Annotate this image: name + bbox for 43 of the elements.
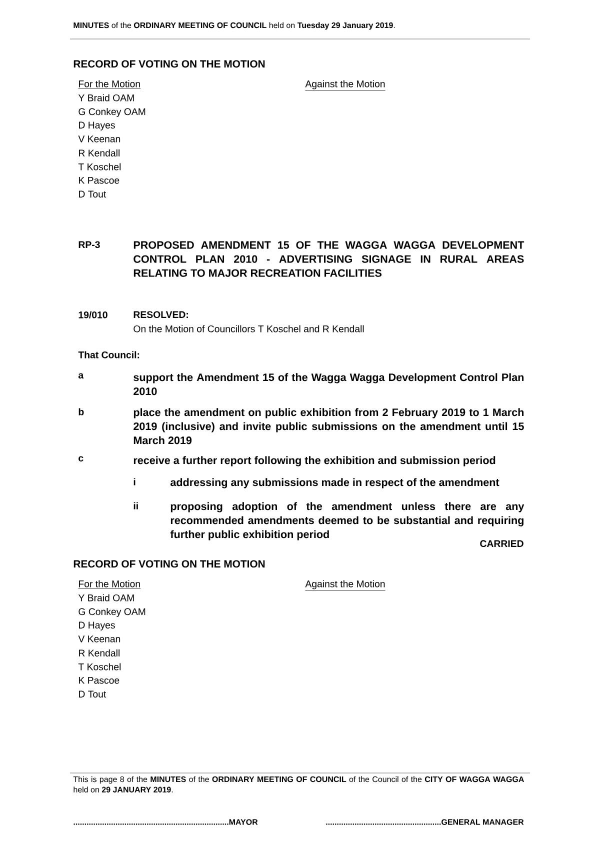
list-letter: a — [78, 373, 84, 378]
result-text: CARRIED — [480, 540, 524, 548]
resolution-label: That Council: — [78, 351, 140, 358]
councillor-name: Y Braid OAM — [78, 594, 134, 602]
motion-text: On the Motion of Councillors T Koschel and R Kendall — [134, 325, 364, 332]
item-number: RP-3 — [78, 241, 100, 248]
councillor-name: K Pascoe — [79, 677, 120, 684]
councillor-name: G Conkey OAM — [78, 108, 146, 117]
column-heading: Against the Motion — [305, 80, 386, 91]
column-heading: Against the Motion — [305, 580, 386, 591]
councillor-name: D Hayes — [79, 622, 115, 630]
item-number: 19/010 — [78, 311, 108, 318]
councillor-name: T Koschel — [78, 663, 121, 670]
list-text: receive a further report following the exhibition and submission period — [134, 456, 496, 466]
page-header: MINUTES of the ORDINARY MEETING OF COUNCIL held on Tuesday 29 January 2019. — [74, 22, 395, 30]
list-text: addressing any submissions made in respect of the amendment — [170, 478, 500, 488]
list-letter: b — [78, 408, 84, 416]
section-heading: RECORD OF VOTING ON THE MOTION — [74, 560, 265, 568]
item-title: PROPOSED AMENDMENT 15 OF THE WAGGA WAGGA DEVELOPMENT CONTROL PLAN 2010 - ADVERTISING SIGNAGE IN RURAL AREAS RELATING TO MAJOR RECREATION FACILITIES — [134, 241, 524, 277]
councillor-name: V Keenan — [78, 136, 120, 142]
list-letter: c — [78, 456, 84, 462]
councillor-name: K Pascoe — [79, 177, 120, 184]
councillor-name: R Kendall — [79, 649, 120, 656]
resolution-label: RESOLVED: — [134, 311, 188, 318]
signature-line: ....................................................GENERAL MANAGER — [326, 819, 524, 825]
page-footer: This is page 8 of the MINUTES of the ORDINARY MEETING OF COUNCIL of the Council of the CITY OF WAGGA WAGGA held on 29 JANUARY 2019. — [73, 776, 524, 792]
list-text: support the Amendment 15 of the Wagga Wagga Development Control Plan 2010 — [134, 373, 524, 396]
councillor-name: G Conkey OAM — [78, 608, 146, 617]
column-heading: For the Motion — [78, 80, 141, 89]
councillor-name: T Koschel — [78, 163, 121, 170]
councillor-name: D Tout — [79, 190, 106, 198]
list-letter: i — [134, 478, 136, 486]
list-text: proposing adoption of the amendment unless there are any recommended amendments deemed to be substantial and requiring further public exhibition period — [170, 502, 524, 540]
signature-line: ......................................................................MAYOR — [74, 819, 258, 825]
councillor-name: R Kendall — [79, 149, 120, 156]
councillor-name: D Tout — [79, 690, 106, 698]
councillor-name: Y Braid OAM — [78, 94, 134, 102]
list-text: place the amendment on public exhibition from 2 February 2019 to 1 March 2019 (inclusive) and invite public submissions on the amendment until 15 March 2019 — [134, 408, 524, 444]
councillor-name: V Keenan — [78, 636, 120, 642]
councillor-name: D Hayes — [79, 122, 115, 130]
list-letter: ii — [134, 502, 138, 510]
column-heading: For the Motion — [78, 580, 141, 589]
section-heading: RECORD OF VOTING ON THE MOTION — [74, 60, 265, 68]
